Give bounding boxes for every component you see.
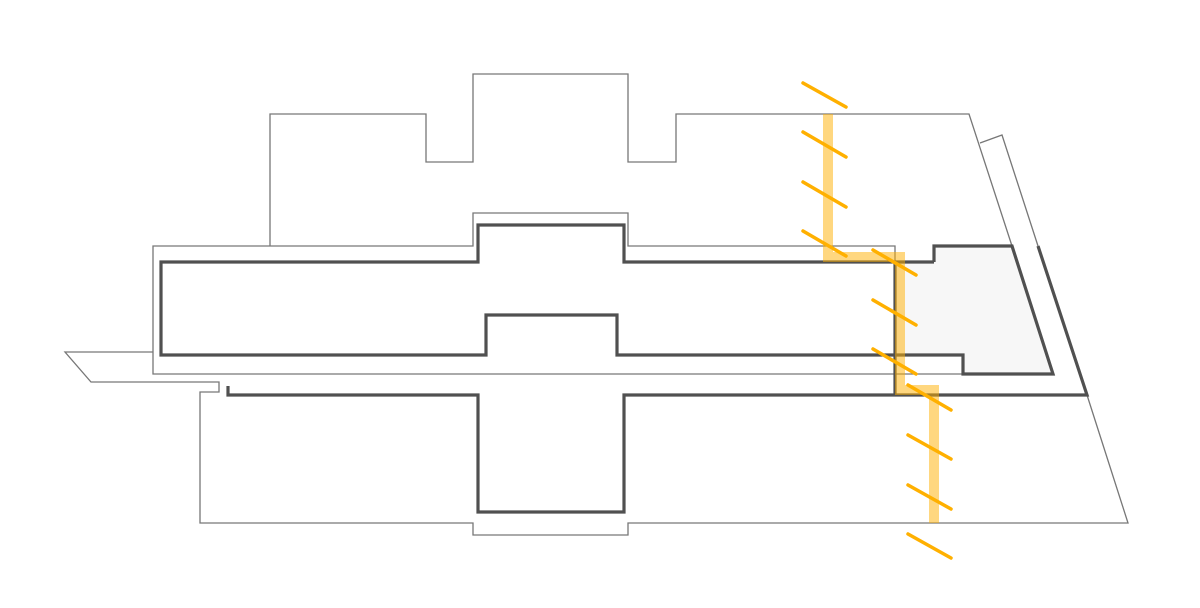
hatch-mark [906,433,953,461]
hatch-mark [906,483,953,511]
hatch-mark [801,81,848,109]
right-edge-outline [979,134,1039,247]
shaded-room [895,246,1053,374]
hatch-mark [801,180,848,209]
corridor-wall-upper [159,223,1056,376]
hatch-mark [871,248,918,277]
hatch-mark [906,383,953,412]
hatch-mark [871,298,918,327]
middle-block-outline [152,212,963,375]
lower-building-outline [63,351,1129,536]
boundary-route [823,114,939,523]
upper-building-outline [269,73,1013,247]
hatch-mark [801,130,848,159]
hatch-mark [871,347,918,376]
lower-wall [226,245,1090,514]
hatch-marks [801,81,953,560]
hatch-mark [801,229,848,258]
hatch-mark [906,532,953,560]
